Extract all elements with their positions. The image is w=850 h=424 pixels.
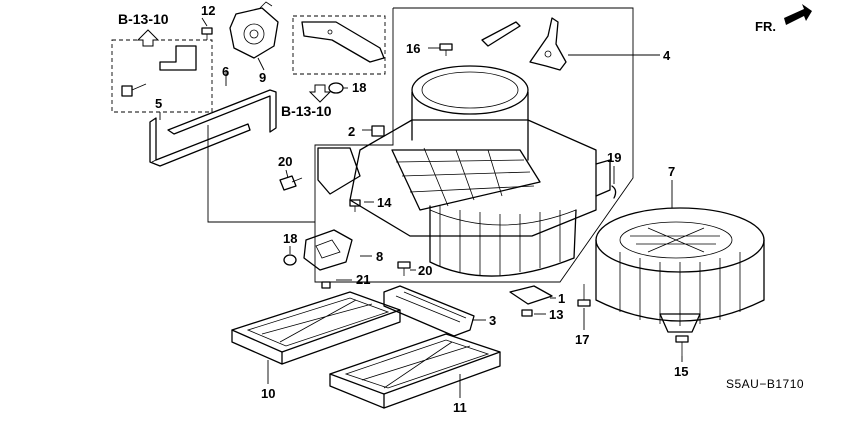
clip-18-lower-shape xyxy=(283,254,297,266)
part-label-15: 15 xyxy=(674,364,688,379)
bolt-20-upper-shape xyxy=(279,175,303,191)
ref-label-top: B-13-10 xyxy=(118,11,169,27)
seal-5-shape xyxy=(149,117,251,167)
mode-motor-9-shape xyxy=(229,1,279,59)
screw-15-shape xyxy=(675,335,689,356)
part-label-12: 12 xyxy=(201,3,215,18)
direction-label: FR. xyxy=(755,19,776,34)
ref-arrow-up xyxy=(136,29,160,47)
group-outlines xyxy=(111,7,634,283)
bracket-shape xyxy=(121,45,197,97)
part-label-7: 7 xyxy=(668,164,675,179)
part-label-14: 14 xyxy=(377,195,392,210)
front-direction-arrow xyxy=(784,4,812,25)
part-label-11: 11 xyxy=(453,400,467,415)
part-label-18-upper: 18 xyxy=(352,80,366,95)
filter-11-shape xyxy=(329,333,501,409)
part-label-9: 9 xyxy=(259,70,266,85)
blower-housing-shape xyxy=(317,65,611,277)
seal-6-shape xyxy=(167,89,277,135)
screw-17-shape xyxy=(577,284,591,307)
plate-shape xyxy=(301,21,385,63)
resistor-8-shape xyxy=(303,229,353,271)
part-label-2: 2 xyxy=(348,124,355,139)
filter-10-shape xyxy=(231,291,401,365)
ref-label-mid: B-13-10 xyxy=(281,103,332,119)
part-label-13: 13 xyxy=(549,307,563,322)
part-label-3: 3 xyxy=(489,313,496,328)
bolt-12-shape xyxy=(201,27,213,40)
blower-motor-7-shape xyxy=(595,207,765,333)
diagram-code: S5AU−B1710 xyxy=(726,377,804,391)
screw-16-shape xyxy=(439,43,453,56)
part-label-21: 21 xyxy=(356,272,370,287)
part-label-10: 10 xyxy=(261,386,275,401)
part-label-20-lower: 20 xyxy=(418,263,432,278)
part-label-19: 19 xyxy=(607,150,621,165)
part-label-4: 4 xyxy=(663,48,671,63)
screw-13-shape xyxy=(521,309,533,317)
part-label-16: 16 xyxy=(406,41,420,56)
leader-lines xyxy=(159,17,683,398)
part-label-6: 6 xyxy=(222,64,229,79)
screw-14-shape xyxy=(349,199,361,212)
part-label-17: 17 xyxy=(575,332,589,347)
filter-lid-3-shape xyxy=(383,285,475,337)
clip-18-upper-shape xyxy=(328,82,344,94)
part-label-8: 8 xyxy=(376,249,383,264)
bracket-1-shape xyxy=(509,285,553,305)
screw-21-shape xyxy=(321,281,331,289)
block-2-shape xyxy=(371,125,385,137)
ref-arrow-down xyxy=(308,84,332,103)
link-pieces-shape xyxy=(481,17,567,71)
part-label-5: 5 xyxy=(155,96,162,111)
part-label-1: 1 xyxy=(558,291,565,306)
clip-19-shape xyxy=(611,185,617,199)
part-label-20-upper: 20 xyxy=(278,154,292,169)
part-label-18-lower: 18 xyxy=(283,231,297,246)
screw-20-lower-shape xyxy=(397,261,411,276)
